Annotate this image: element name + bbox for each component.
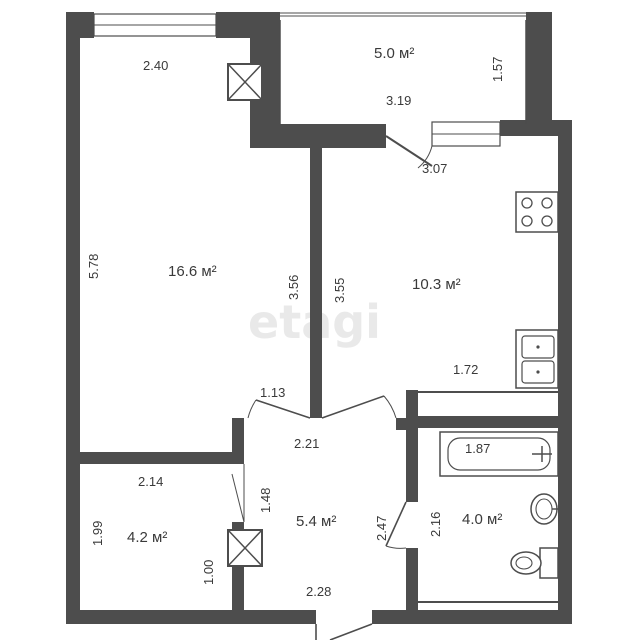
dimension-label: 3.07 <box>422 161 447 176</box>
dimension-label: 1.00 <box>201 560 216 585</box>
dimension-label: 2.47 <box>374 516 389 541</box>
dimension-label: 2.40 <box>143 58 168 73</box>
dimension-label: 2.16 <box>428 512 443 537</box>
dimension-label: 1.13 <box>260 385 285 400</box>
balcony-area: 5.0 м² <box>374 45 414 62</box>
stove-icon <box>515 191 559 233</box>
windows <box>93 12 527 147</box>
dimension-label: 3.55 <box>332 278 347 303</box>
vent-shaft-icon <box>227 63 263 101</box>
doors <box>231 135 433 640</box>
dimension-label: 2.28 <box>306 584 331 599</box>
dimension-label: 1.48 <box>258 488 273 513</box>
bathtub-icon <box>439 431 559 477</box>
dimension-label: 2.21 <box>294 436 319 451</box>
bathroom-area: 4.0 м² <box>462 511 502 528</box>
toilet-icon <box>510 547 559 579</box>
partitions <box>418 391 558 603</box>
dimension-label: 1.87 <box>465 441 490 456</box>
dimension-label: 1.72 <box>453 362 478 377</box>
exterior-walls <box>66 12 572 624</box>
interior-walls <box>80 148 558 624</box>
vent-shaft-icon <box>227 529 263 567</box>
dimension-label: 3.19 <box>386 93 411 108</box>
storage-area: 4.2 м² <box>127 529 167 546</box>
dimension-label: 3.56 <box>286 275 301 300</box>
dimension-label: 5.78 <box>86 254 101 279</box>
washbasin-icon <box>530 493 558 525</box>
dimension-label: 1.57 <box>490 57 505 82</box>
living-room-area: 16.6 м² <box>168 263 217 280</box>
kitchen-sink-icon <box>515 329 559 389</box>
hall-area: 5.4 м² <box>296 513 336 530</box>
dimension-label: 1.99 <box>90 521 105 546</box>
dimension-label: 2.14 <box>138 474 163 489</box>
kitchen-area: 10.3 м² <box>412 276 461 293</box>
